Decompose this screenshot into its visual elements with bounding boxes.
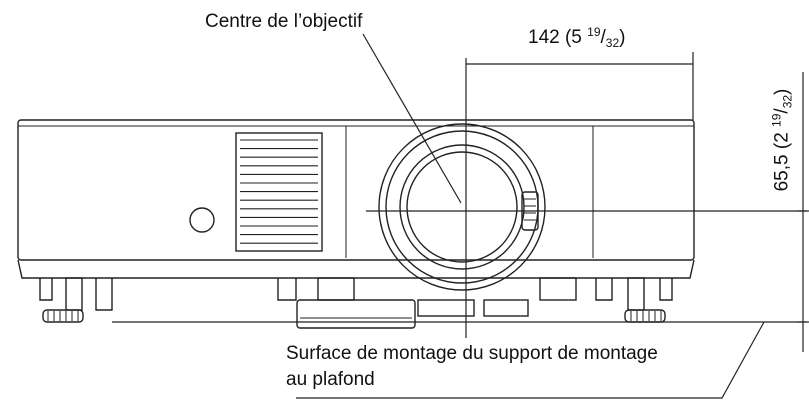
height-fraction-denominator: 32 xyxy=(780,94,795,109)
height-value: 65,5 (2 xyxy=(771,132,793,192)
width-fraction-denominator: 32 xyxy=(605,36,620,50)
projector-feet xyxy=(39,277,673,329)
lens-center-label: Centre de l’objectif xyxy=(205,11,363,32)
height-dimension-label: 65,5 (2 19/32) xyxy=(769,88,795,192)
width-close-paren: ) xyxy=(619,27,626,48)
width-dimension-label: 142 (5 19/32) xyxy=(528,25,626,50)
mounting-surface-line2: au plafond xyxy=(286,369,375,390)
lens xyxy=(378,123,546,291)
width-value: 142 (5 xyxy=(528,27,582,48)
projector-body xyxy=(17,119,695,279)
mounting-surface-label: Surface de montage du support de montage… xyxy=(286,341,746,393)
mounting-surface-line1: Surface de montage du support de montage xyxy=(286,343,658,364)
sensor-circle xyxy=(189,207,215,233)
height-close-paren: ) xyxy=(771,88,793,95)
height-fraction-numerator: 19 xyxy=(769,113,784,127)
vent-grille xyxy=(235,132,323,252)
dimension-lines xyxy=(112,33,809,399)
width-fraction-numerator: 19 xyxy=(587,25,601,39)
